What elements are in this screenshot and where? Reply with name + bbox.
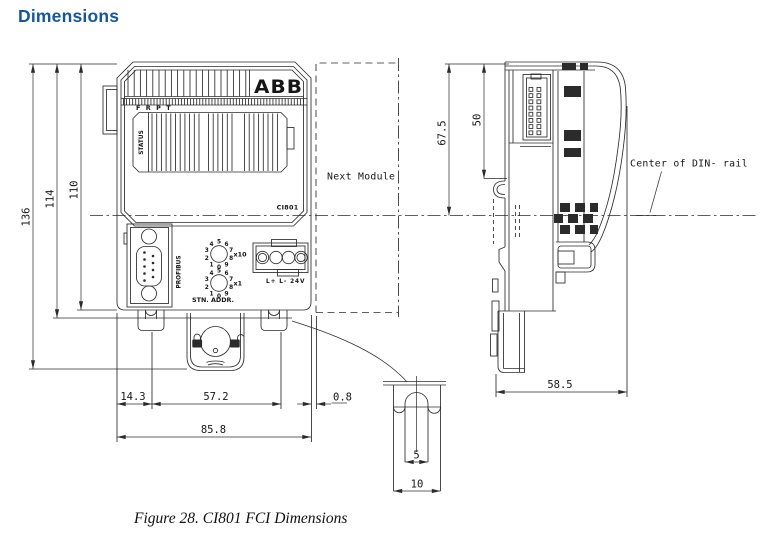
rotary-digit: 1 xyxy=(209,263,213,269)
left-connector-bump xyxy=(102,85,118,135)
profibus-connector: PROFIBUS xyxy=(123,223,183,308)
front-view: ABB F R P T STATUS CI801 xyxy=(102,61,312,371)
terminal-label: L+ L- 24V xyxy=(266,279,305,285)
x1-label: x1 xyxy=(234,280,243,288)
dim-14-3: 14.3 xyxy=(120,391,145,403)
rotary-digit: 4 xyxy=(209,271,213,277)
din-rail-label: Center of DIN- rail xyxy=(630,159,748,170)
din-rail-callout: Center of DIN- rail xyxy=(630,159,748,213)
mounting-foot-left xyxy=(137,309,165,331)
next-module-label: Next Module xyxy=(327,172,395,183)
rotary-digit: 5 xyxy=(217,239,221,245)
rotary-digit: 5 xyxy=(217,268,221,274)
lock-open-icon xyxy=(229,334,244,348)
vent-ticks xyxy=(123,98,304,105)
figure-caption: Figure 28. CI801 FCI Dimensions xyxy=(134,510,348,527)
dim-85-8: 85.8 xyxy=(201,424,226,436)
rotary-digit: 7 xyxy=(229,277,233,283)
front-dimensions-bottom: 14.3 57.2 0.8 85.8 xyxy=(116,313,352,442)
dim-50: 50 xyxy=(472,114,484,127)
bus-connector xyxy=(509,73,553,147)
page-title: Dimensions xyxy=(18,6,120,26)
rail-clip-detail: 5 10 xyxy=(291,320,446,494)
status-label: STATUS xyxy=(139,130,145,155)
dim-67-5: 67.5 xyxy=(437,120,449,145)
side-bottom-hook xyxy=(497,311,525,373)
lock-closed-icon xyxy=(192,333,203,348)
dim-114: 114 xyxy=(45,190,57,209)
front-dimensions-left: 136 114 110 xyxy=(21,63,292,370)
mounting-foot-right xyxy=(260,309,288,331)
led-labels: F R P T xyxy=(136,104,172,112)
din-lock-tab xyxy=(186,313,245,371)
dsub-pins xyxy=(143,251,155,282)
rotary-digit: 1 xyxy=(209,292,213,298)
rotary-digit: 3 xyxy=(205,248,209,254)
stn-addr-label: STN. ADDR. xyxy=(192,296,234,304)
bus-connector-pins xyxy=(528,87,542,136)
dim-110: 110 xyxy=(69,181,81,200)
rail-clip-blocks xyxy=(554,63,598,234)
next-module-outline: Next Module xyxy=(315,58,399,317)
top-vent-ribs xyxy=(127,70,247,97)
profibus-label: PROFIBUS xyxy=(177,255,183,288)
rotary-digit: 7 xyxy=(229,248,233,254)
dim-0-8: 0.8 xyxy=(333,392,352,404)
power-terminal-block: L+ L- 24V xyxy=(252,239,309,285)
rotary-digit: 6 xyxy=(224,242,228,248)
rotary-digit: 9 xyxy=(224,263,228,269)
module-outline xyxy=(116,61,312,311)
side-dimensions: 67.5 50 58.5 xyxy=(437,63,628,397)
x10-label: x10 xyxy=(234,251,248,259)
rotary-digit: 3 xyxy=(205,277,209,283)
rotary-digit: 2 xyxy=(205,285,209,291)
model-label: CI801 xyxy=(277,204,299,212)
rotary-digit: 6 xyxy=(224,271,228,277)
dim-58-5: 58.5 xyxy=(547,379,572,391)
side-terminal-box xyxy=(555,241,596,284)
rotary-digit: 9 xyxy=(224,292,228,298)
dim-10: 10 xyxy=(411,479,424,491)
side-view xyxy=(490,61,627,373)
dim-5: 5 xyxy=(413,450,419,462)
rotary-digit: 0 xyxy=(217,294,221,300)
rotary-digit: 2 xyxy=(205,256,209,262)
dim-57-2: 57.2 xyxy=(203,391,228,403)
rotary-digit: 4 xyxy=(209,242,213,248)
rotary-digit: 8 xyxy=(229,256,233,262)
rotary-digit: 8 xyxy=(229,285,233,291)
dim-136: 136 xyxy=(21,208,33,227)
abb-logo: ABB xyxy=(254,76,303,98)
status-panel: STATUS xyxy=(132,112,295,173)
rotary-digit: 0 xyxy=(217,265,221,271)
